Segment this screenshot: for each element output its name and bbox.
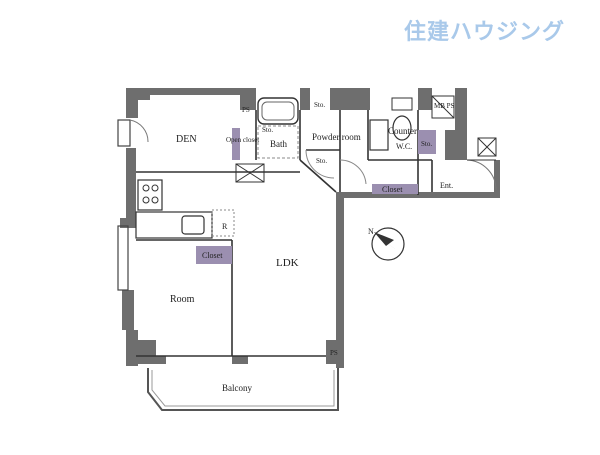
company-logo: 住建ハウジング: [404, 20, 566, 45]
label-closet-room: Closet: [202, 251, 223, 260]
closets: [196, 128, 436, 264]
label-entrance: Ent.: [440, 181, 453, 190]
balcony-outline: [147, 368, 339, 411]
label-wc: W.C.: [396, 142, 412, 151]
label-storage-wc: Sto.: [421, 140, 432, 148]
label-balcony: Balcony: [222, 383, 252, 393]
duct-boxes: [235, 95, 497, 183]
label-room: Room: [170, 294, 195, 305]
label-open-closet: Open closet: [226, 136, 259, 144]
label-mb-ps: MB PS: [434, 102, 455, 110]
label-closet-entrance: Closet: [382, 185, 403, 194]
bathtub: [257, 97, 299, 159]
exterior-walls: [120, 88, 500, 368]
label-storage-top: Sto.: [314, 101, 325, 109]
label-ldk: LDK: [276, 257, 299, 269]
label-storage-bath: Sto.: [262, 126, 273, 134]
label-ps-left: PS: [242, 106, 250, 114]
label-counter: Counter: [388, 126, 417, 136]
label-fridge: R: [222, 222, 228, 231]
compass-label: N: [368, 227, 374, 236]
label-storage-powder: Sto.: [316, 157, 327, 165]
label-bath: Bath: [270, 139, 287, 149]
kitchen-counter: [135, 179, 235, 239]
north-arrow-icon: [371, 227, 405, 261]
label-den: DEN: [176, 134, 197, 145]
label-powder-room: Powder room: [312, 132, 361, 142]
label-ps-bottom: PS: [330, 349, 338, 357]
